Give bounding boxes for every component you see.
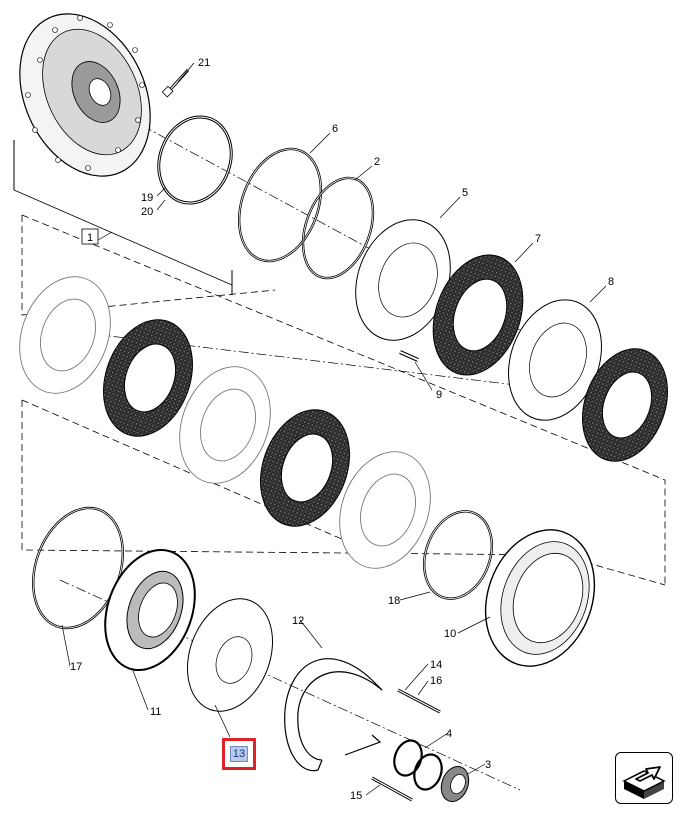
callout-8: 8 (608, 276, 614, 288)
pin-9 (399, 350, 419, 362)
middle-separator-plates (19, 276, 431, 569)
callout-2: 2 (374, 156, 380, 168)
callout-18: 18 (388, 595, 400, 607)
friction-disc-right (581, 348, 669, 462)
callout-1-box (81, 228, 99, 245)
friction-disc-7 (432, 254, 524, 376)
callout-6: 6 (332, 123, 338, 135)
bearing-3 (440, 766, 470, 802)
spring-retainer-12 (284, 658, 383, 772)
callout-16: 16 (430, 675, 442, 687)
callout-14: 14 (430, 659, 442, 671)
housing-assembly (13, 13, 233, 295)
plate-13 (186, 598, 274, 712)
callout-19: 19 (141, 192, 153, 204)
callout-20: 20 (141, 206, 153, 218)
o-rings (157, 115, 375, 280)
callout-10: 10 (444, 628, 456, 640)
callout-4: 4 (446, 728, 452, 740)
callout-12: 12 (292, 615, 304, 627)
o-ring-18 (423, 510, 493, 600)
callout-13-hotspot[interactable]: 13 (230, 746, 248, 762)
callout-17: 17 (70, 661, 82, 673)
callout-15: 15 (350, 790, 362, 802)
leader-lines (61, 62, 607, 796)
selected-callout-frame (222, 738, 256, 770)
middle-friction-discs (103, 319, 350, 527)
rings-4 (393, 739, 443, 791)
callout-11: 11 (150, 706, 161, 718)
piston-11 (104, 548, 196, 672)
next-view-arrow-icon (622, 766, 666, 799)
callout-9: 9 (436, 389, 442, 401)
callout-7: 7 (535, 233, 541, 245)
callout-1: 1 (87, 232, 93, 244)
bolts-14-16-15 (371, 688, 441, 802)
next-view-button[interactable] (615, 752, 673, 804)
callout-21: 21 (198, 57, 210, 69)
callout-3: 3 (485, 759, 491, 771)
callout-5: 5 (462, 187, 468, 199)
piston-housing-10 (484, 529, 596, 667)
bolt-21 (161, 68, 190, 98)
